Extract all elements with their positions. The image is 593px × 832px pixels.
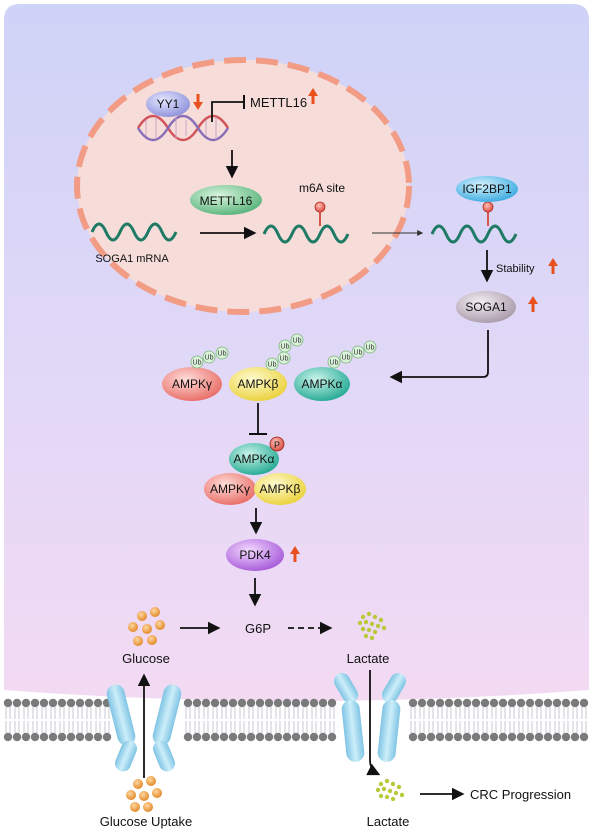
down-arrow-icon	[193, 94, 203, 110]
igf2bp1-bound-mrna	[430, 224, 518, 244]
ampk-alpha-label: AMPKα	[302, 377, 343, 391]
glucose-molecules-icon	[128, 607, 165, 646]
soga1-mrna-label: SOGA1 mRNA	[95, 253, 169, 265]
yy1-label: YY1	[157, 97, 180, 111]
complex-alpha-subunit	[229, 443, 279, 475]
complex-alpha-label: AMPKα	[234, 452, 275, 466]
nucleus	[74, 57, 412, 315]
methylated-mrna-strand	[262, 224, 350, 244]
ampk-beta-label: AMPKβ	[238, 377, 279, 391]
dna-helix	[136, 114, 230, 142]
ub-label: Ub	[193, 360, 202, 367]
extracellular-glucose-icon	[126, 776, 162, 812]
complex-gamma-subunit	[204, 473, 256, 505]
complex-beta-subunit	[254, 473, 306, 505]
stability-label: Stability	[496, 263, 535, 275]
ub-label: Ub	[280, 356, 289, 363]
extracellular-lactate-icon	[375, 778, 405, 802]
mettl16-protein-node: METTL16	[190, 185, 262, 215]
ub-label: Ub	[342, 355, 351, 362]
crc-progression-label: CRC Progression	[470, 787, 571, 802]
g6p-label: G6P	[245, 621, 271, 636]
glucose-label: Glucose	[122, 651, 170, 666]
igf2bp1-node: IGF2BP1	[456, 176, 518, 202]
ub-label: Ub	[218, 351, 227, 358]
lactate-transporter	[334, 673, 406, 762]
ampk-beta-ub-node: AMPKβ	[229, 367, 287, 401]
stability-up-arrow-icon	[548, 258, 558, 274]
inhibition-line-yy1	[211, 101, 244, 122]
phosphate-marker	[269, 436, 285, 452]
igf2bp1-label: IGF2BP1	[462, 182, 512, 196]
ub-label: Ub	[281, 344, 290, 351]
lactate-molecules-icon	[357, 611, 387, 641]
soga1-to-ampk-arrow	[389, 330, 489, 384]
ub-label: Ub	[205, 355, 214, 362]
glucose-transporter	[106, 684, 182, 772]
ub-label: Ub	[330, 360, 339, 367]
phosphate-label: P	[274, 440, 280, 450]
ubiquitin-chain-gamma: Ub Ub Ub	[190, 346, 229, 369]
up-arrow-icon	[308, 88, 318, 104]
mettl16-protein-label: METTL16	[200, 194, 253, 208]
soga1-label: SOGA1	[465, 300, 507, 314]
yy1-node: YY1	[146, 91, 190, 117]
ub-label: Ub	[268, 362, 277, 369]
ub-label: Ub	[366, 345, 375, 352]
m6a-site-marker	[314, 201, 326, 213]
ampk-alpha-ub-node: AMPKα	[294, 367, 350, 401]
pdk4-node: PDK4	[226, 539, 284, 571]
ub-label: Ub	[354, 350, 363, 357]
ampk-gamma-ub-node: AMPKγ	[162, 367, 222, 401]
ubiquitin-chain-beta: Ub Ub Ub Ub	[265, 333, 304, 371]
m6a-site-label: m6A site	[299, 181, 345, 195]
ub-label: Ub	[293, 338, 302, 345]
soga1-up-arrow-icon	[528, 296, 538, 312]
plasma-membrane	[3, 698, 589, 742]
glucose-uptake-label: Glucose Uptake	[100, 814, 193, 829]
ampk-gamma-label: AMPKγ	[172, 377, 212, 391]
pdk4-up-arrow-icon	[290, 546, 300, 562]
soga1-node: SOGA1	[456, 291, 516, 323]
lactate-extracellular-label: Lactate	[367, 814, 410, 829]
complex-beta-label: AMPKβ	[260, 482, 301, 496]
ubiquitin-chain-alpha: Ub Ub Ub Ub	[327, 340, 377, 369]
complex-gamma-label: AMPKγ	[210, 482, 250, 496]
m6a-site-marker-bound	[482, 201, 494, 213]
lactate-intracellular-label: Lactate	[347, 651, 390, 666]
pdk4-label: PDK4	[239, 548, 271, 562]
mettl16-gene-label: METTL16	[250, 95, 307, 110]
soga1-mrna-strand	[90, 222, 178, 242]
ampk-complex: AMPKα AMPKγ AMPKβ P	[204, 436, 306, 505]
